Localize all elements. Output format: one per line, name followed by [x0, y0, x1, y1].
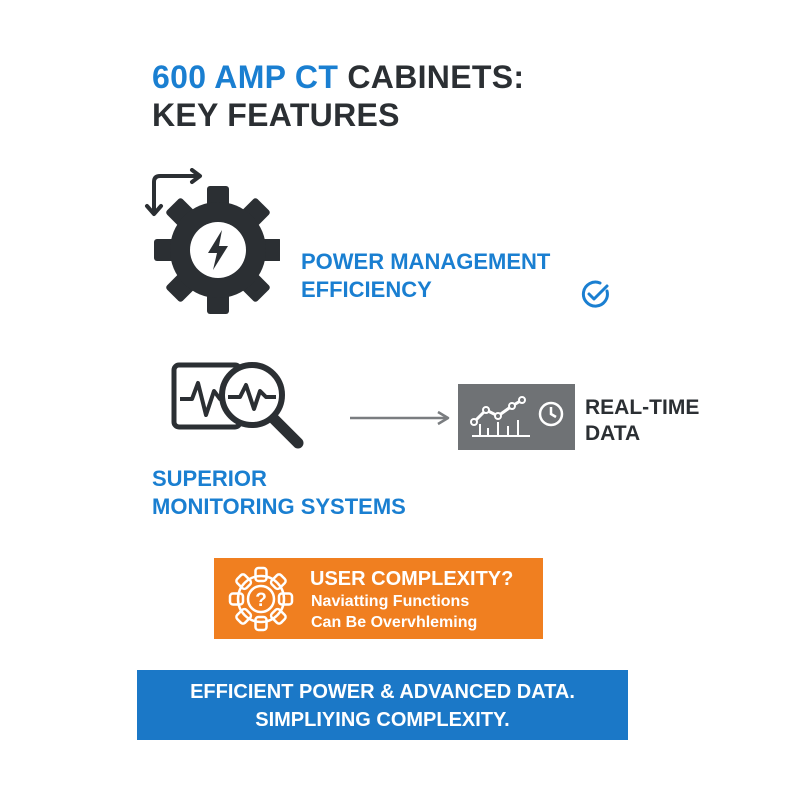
realtime-label-line2: DATA — [585, 422, 641, 445]
realtime-data-label: REAL-TIME DATA — [585, 395, 699, 447]
banner-line1: EFFICIENT POWER & ADVANCED DATA. — [190, 681, 575, 703]
title-line2: KEY FEATURES — [152, 97, 400, 133]
cycle-arrows-icon — [145, 168, 202, 216]
callout-title: USER COMPLEXITY? — [310, 568, 514, 590]
user-complexity-callout: ? USER COMPLEXITY? Naviatting Functions … — [214, 558, 543, 639]
monitoring-label: SUPERIOR MONITORING SYSTEMS — [152, 465, 406, 521]
power-management-label: POWER MANAGEMENT EFFICIENCY — [301, 248, 550, 304]
check-circle-icon — [581, 280, 609, 308]
banner-line2: SIMPLIYING COMPLEXITY. — [255, 709, 510, 731]
svg-text:?: ? — [255, 590, 267, 611]
power-label-line2: EFFICIENCY — [301, 277, 432, 302]
title-rest: CABINETS: — [347, 59, 525, 95]
line-chart-clock-icon — [458, 384, 575, 450]
gear-lightning-icon — [145, 168, 280, 314]
page-title: 600 AMP CT CABINETS: KEY FEATURES — [152, 58, 524, 134]
monitoring-label-line1: SUPERIOR — [152, 466, 267, 491]
callout-line1: Naviatting Functions — [311, 593, 470, 610]
waveform-magnifier-icon — [171, 362, 304, 449]
gear-question-icon: ? — [228, 566, 294, 632]
power-label-line1: POWER MANAGEMENT — [301, 249, 551, 274]
monitoring-label-line2: MONITORING SYSTEMS — [152, 494, 406, 519]
callout-line2: Can Be Overvhleming — [311, 614, 478, 631]
title-accent: 600 AMP CT — [152, 59, 339, 95]
summary-banner: EFFICIENT POWER & ADVANCED DATA. SIMPLIY… — [137, 670, 628, 740]
realtime-label-line1: REAL-TIME — [585, 396, 700, 419]
right-arrow-icon — [350, 410, 450, 426]
